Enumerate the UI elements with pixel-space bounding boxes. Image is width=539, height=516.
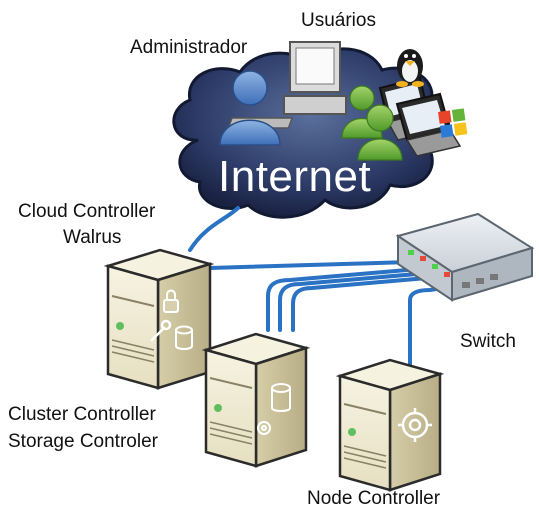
switch-label: Switch [460, 331, 516, 352]
padlock-icon [163, 289, 179, 313]
gear-icon [257, 421, 271, 435]
laptop-icon [378, 76, 462, 157]
database-icon [175, 325, 193, 350]
walrus-label: Walrus [63, 227, 122, 248]
switch-device [395, 212, 535, 302]
cloud-controller-label: Cloud Controller [18, 201, 156, 222]
network-cables [188, 206, 472, 370]
windows-flag-icon [438, 108, 468, 138]
computer-icon [227, 41, 347, 129]
cluster-controller-server [201, 332, 311, 468]
admin-label: Administrador [130, 37, 248, 58]
admin-person-icon [219, 70, 281, 146]
database-icon [271, 383, 291, 412]
tux-icon [396, 49, 424, 87]
internet-label: Internet [218, 152, 372, 201]
gear-icon [398, 408, 432, 442]
node-controller-server [335, 358, 445, 492]
users-label: Usuários [301, 10, 376, 31]
storage-controller-label: Storage Controler [8, 431, 158, 452]
node-controller-label: Node Controller [307, 488, 441, 509]
cloud-controller-server [103, 248, 215, 390]
wrench-icon [150, 319, 172, 342]
cluster-controller-label: Cluster Controller [8, 404, 156, 425]
users-person-icon [341, 85, 403, 161]
